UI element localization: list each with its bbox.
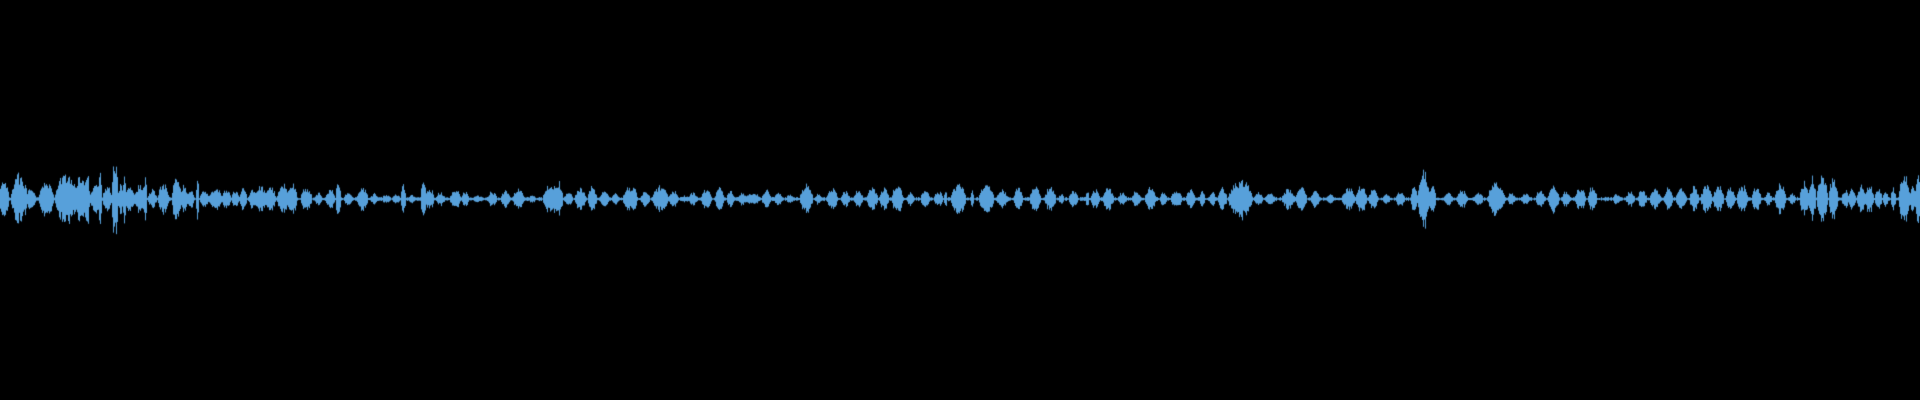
waveform-viewer xyxy=(0,0,1920,400)
audio-waveform-canvas xyxy=(0,0,1920,400)
